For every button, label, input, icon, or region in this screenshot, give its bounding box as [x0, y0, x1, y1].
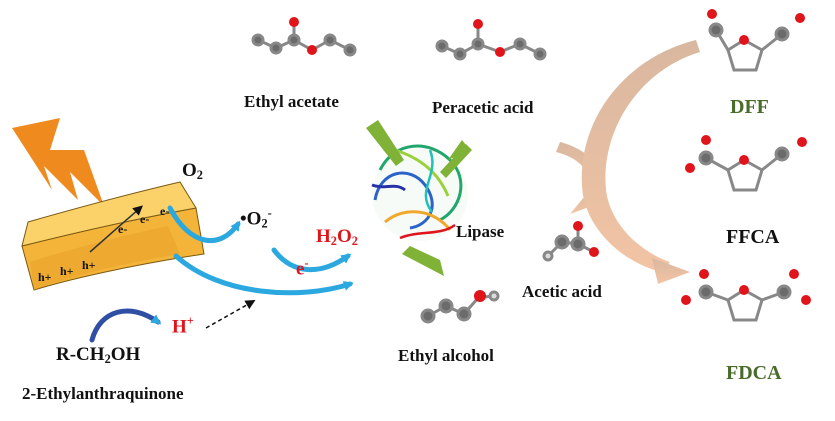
proton-arrow	[205, 300, 256, 329]
dff-molecule-icon	[707, 9, 805, 72]
h2o2-label: H2O2	[316, 226, 358, 249]
proton-symbol: H	[172, 316, 187, 338]
sheet-electron: e-	[118, 222, 128, 236]
acetic-acid-label: Acetic acid	[522, 282, 602, 301]
substrate-label: R-CH2OH	[56, 344, 140, 367]
ethyl-alcohol-label: Ethyl alcohol	[398, 346, 494, 365]
acetic-acid-molecule-icon	[542, 221, 599, 262]
catalyst-sheet	[21, 181, 205, 291]
peracetic-acid-molecule-icon	[435, 19, 547, 61]
lightning-icon	[12, 118, 104, 206]
dff-label: DFF	[730, 96, 769, 118]
electron-transfer-arrows	[167, 205, 354, 296]
sheet-electron: e-	[160, 204, 170, 218]
h2o2-formation-arrow	[173, 253, 354, 296]
electron-charge: -	[304, 256, 309, 270]
lipase-reaction-arrows	[366, 120, 472, 276]
ffca-molecule-icon	[685, 135, 807, 192]
lipase-label: Lipase	[456, 222, 505, 241]
fdca-label: FDCA	[726, 362, 782, 384]
sheet-hole: h+	[60, 264, 74, 278]
o2-subscript: 2	[196, 168, 203, 183]
sheet-hole: h+	[82, 258, 96, 272]
substrate-part: R-CH	[56, 344, 105, 365]
excitation-arrow	[89, 205, 144, 253]
sheet-hole: h+	[38, 270, 52, 284]
peracetic-acid-label: Peracetic acid	[432, 98, 534, 117]
ethyl-acetate-arrow	[366, 120, 404, 166]
ethyl-acetate-molecule-icon	[251, 17, 357, 57]
ffca-label: FFCA	[726, 226, 780, 248]
h2o2-h-sub: 2	[330, 234, 337, 249]
ethyl-acetate-label: Ethyl acetate	[244, 92, 339, 111]
electron-label: e-	[296, 256, 309, 280]
substrate-subscript: 2	[104, 352, 111, 367]
o2-symbol: O	[182, 160, 197, 181]
h2o2-h: H	[316, 226, 331, 247]
electron-symbol: e	[296, 258, 305, 280]
substrate-oxidation-arrow	[89, 308, 162, 343]
ethyl-alcohol-arrow	[402, 246, 444, 276]
ethyl-alcohol-molecule-icon	[420, 290, 500, 324]
h2o2-o-sub: 2	[351, 234, 358, 249]
proton-charge: +	[186, 314, 194, 328]
superoxide-charge: -	[267, 206, 272, 220]
o2-label: O2	[182, 160, 203, 183]
catalyst-label: 2-Ethylanthraquinone	[22, 384, 184, 403]
peracetic-acid-arrow	[448, 140, 470, 160]
superoxide-label: •O2-	[240, 206, 272, 231]
superoxide-arrow	[271, 247, 352, 272]
proton-label: H+	[172, 314, 194, 338]
superoxide-symbol: •O	[240, 208, 262, 230]
h2o2-o: O	[336, 226, 352, 247]
oxidation-arrows	[556, 40, 700, 284]
sheet-electron: e-	[140, 212, 150, 226]
substrate-oh: OH	[110, 344, 141, 365]
o2-reduction-arrow	[167, 205, 241, 243]
superoxide-subscript: 2	[261, 216, 268, 231]
fdca-molecule-icon	[681, 269, 811, 322]
dff-to-fdca-arrow	[581, 40, 700, 272]
